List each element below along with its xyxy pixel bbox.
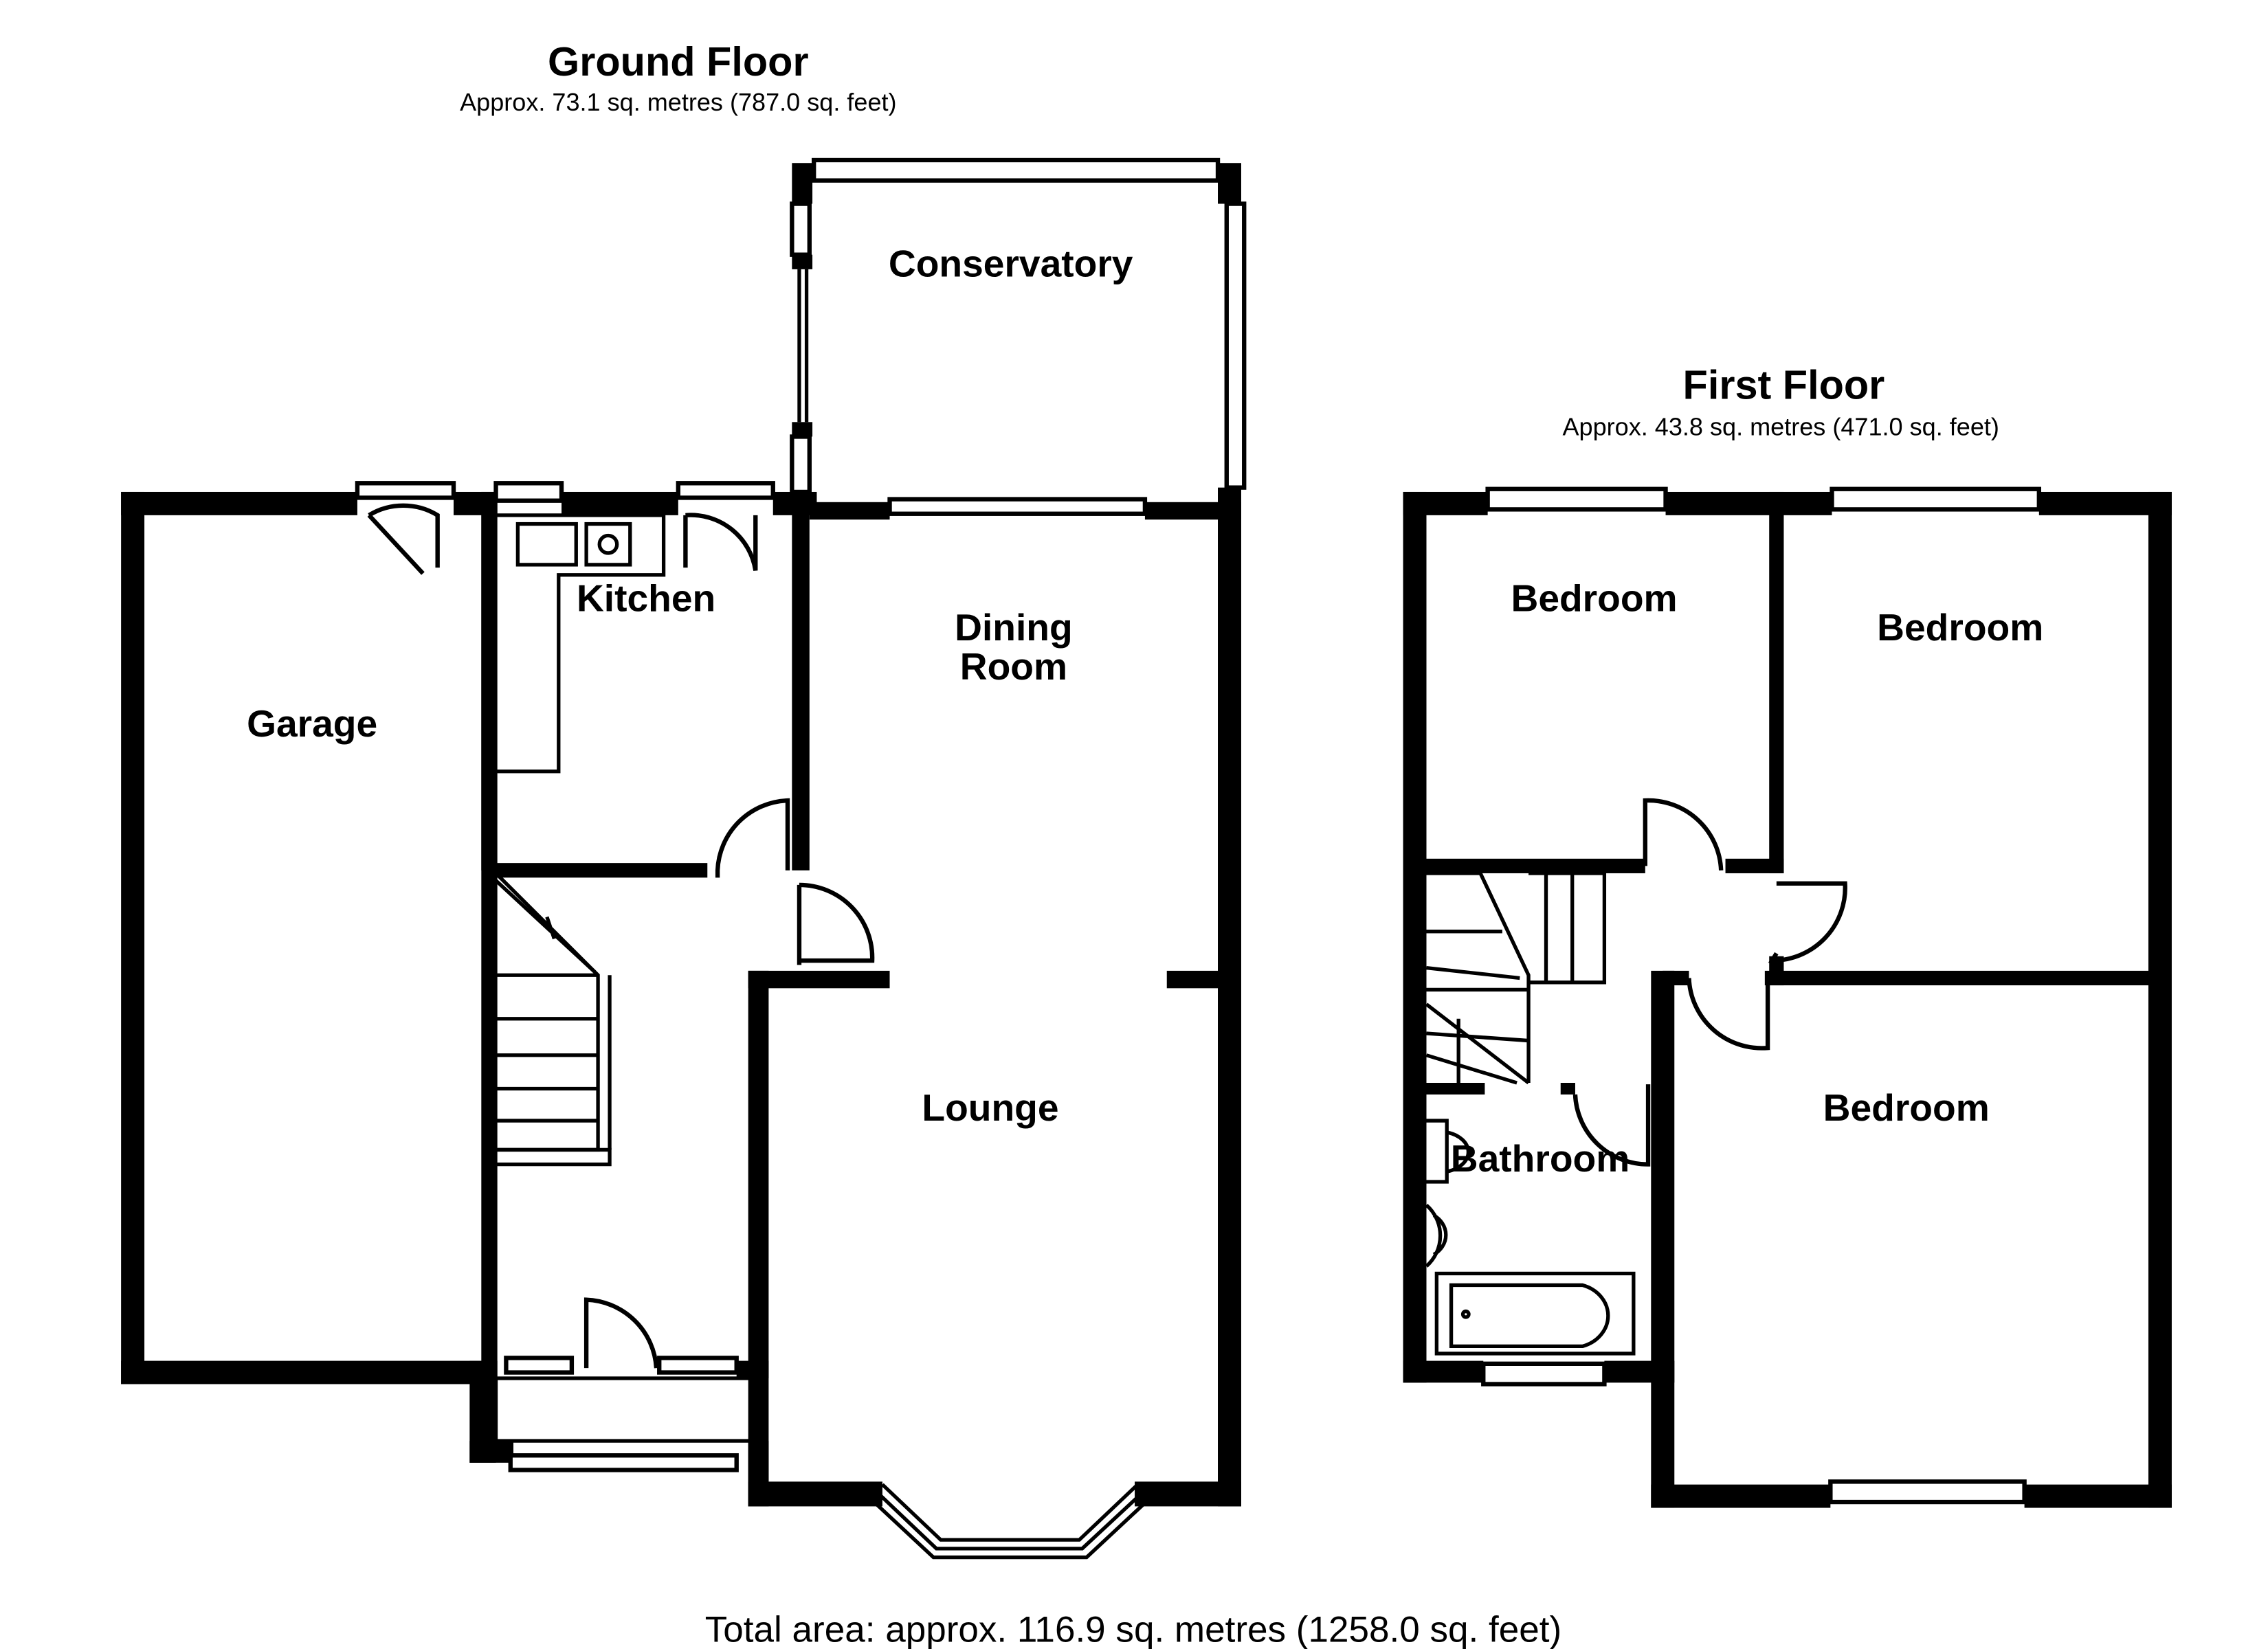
kitchen-label: Kitchen bbox=[577, 577, 715, 620]
lounge-bay-window bbox=[866, 1483, 1154, 1560]
dining-room-label-line2: Room bbox=[960, 645, 1067, 688]
conservatory-side-window bbox=[1224, 201, 1247, 490]
ground-floor-stairs bbox=[494, 872, 612, 1167]
bedroom-2-label: Bedroom bbox=[1877, 606, 2043, 649]
first-floor-area: Approx. 43.8 sq. metres (471.0 sq. feet) bbox=[1562, 412, 1999, 440]
ground-floor-area: Approx. 73.1 sq. metres (787.0 sq. feet) bbox=[460, 88, 896, 116]
first-floor-stairs bbox=[1425, 871, 1607, 1085]
conservatory-walls bbox=[792, 163, 1241, 517]
bedroom-3-label: Bedroom bbox=[1823, 1086, 1990, 1129]
first-floor-doors bbox=[1572, 798, 1847, 1167]
dining-patio-doors bbox=[887, 497, 1148, 516]
kitchen-walls bbox=[481, 491, 817, 878]
lounge-label: Lounge bbox=[922, 1086, 1058, 1129]
hall-walls bbox=[469, 1360, 769, 1507]
bedroom-1-label: Bedroom bbox=[1511, 577, 1677, 620]
dining-room-label-line1: Dining bbox=[955, 606, 1073, 649]
bedroom-3-window bbox=[1828, 1479, 2027, 1505]
lounge-dining-walls bbox=[748, 502, 1241, 1507]
garage-walls bbox=[121, 491, 498, 1384]
conservatory-label: Conservatory bbox=[889, 243, 1133, 285]
bathroom-fixtures bbox=[1425, 1119, 1636, 1356]
hall-door bbox=[715, 798, 790, 878]
first-floor-walls bbox=[1403, 491, 2172, 1508]
total-area: Total area: approx. 116.9 sq. metres (12… bbox=[705, 1609, 1561, 1649]
kitchen-door bbox=[676, 481, 775, 571]
ground-floor-plan: Ground Floor Approx. 73.1 sq. metres (78… bbox=[121, 38, 1247, 1560]
first-floor-plan: First Floor Approx. 43.8 sq. metres (471… bbox=[1403, 361, 2172, 1508]
conservatory-sliding-door bbox=[797, 269, 809, 423]
bedroom-2-window bbox=[1830, 486, 2042, 512]
ground-floor-title: Ground Floor bbox=[548, 38, 809, 85]
conservatory-left-window-lower bbox=[790, 434, 812, 495]
garage-label: Garage bbox=[247, 702, 377, 745]
first-floor-title: First Floor bbox=[1683, 361, 1885, 407]
front-door bbox=[493, 1297, 753, 1472]
dining-door bbox=[797, 882, 875, 965]
conservatory-left-window-upper bbox=[790, 201, 812, 257]
conservatory-top-window bbox=[811, 157, 1221, 183]
bathroom-label: Bathroom bbox=[1451, 1137, 1630, 1180]
bedroom-1-window bbox=[1485, 486, 1668, 512]
garage-back-door bbox=[355, 481, 456, 575]
kitchen-worktop bbox=[496, 513, 666, 774]
bathroom-window bbox=[1481, 1361, 1607, 1387]
kitchen-window bbox=[493, 481, 564, 503]
